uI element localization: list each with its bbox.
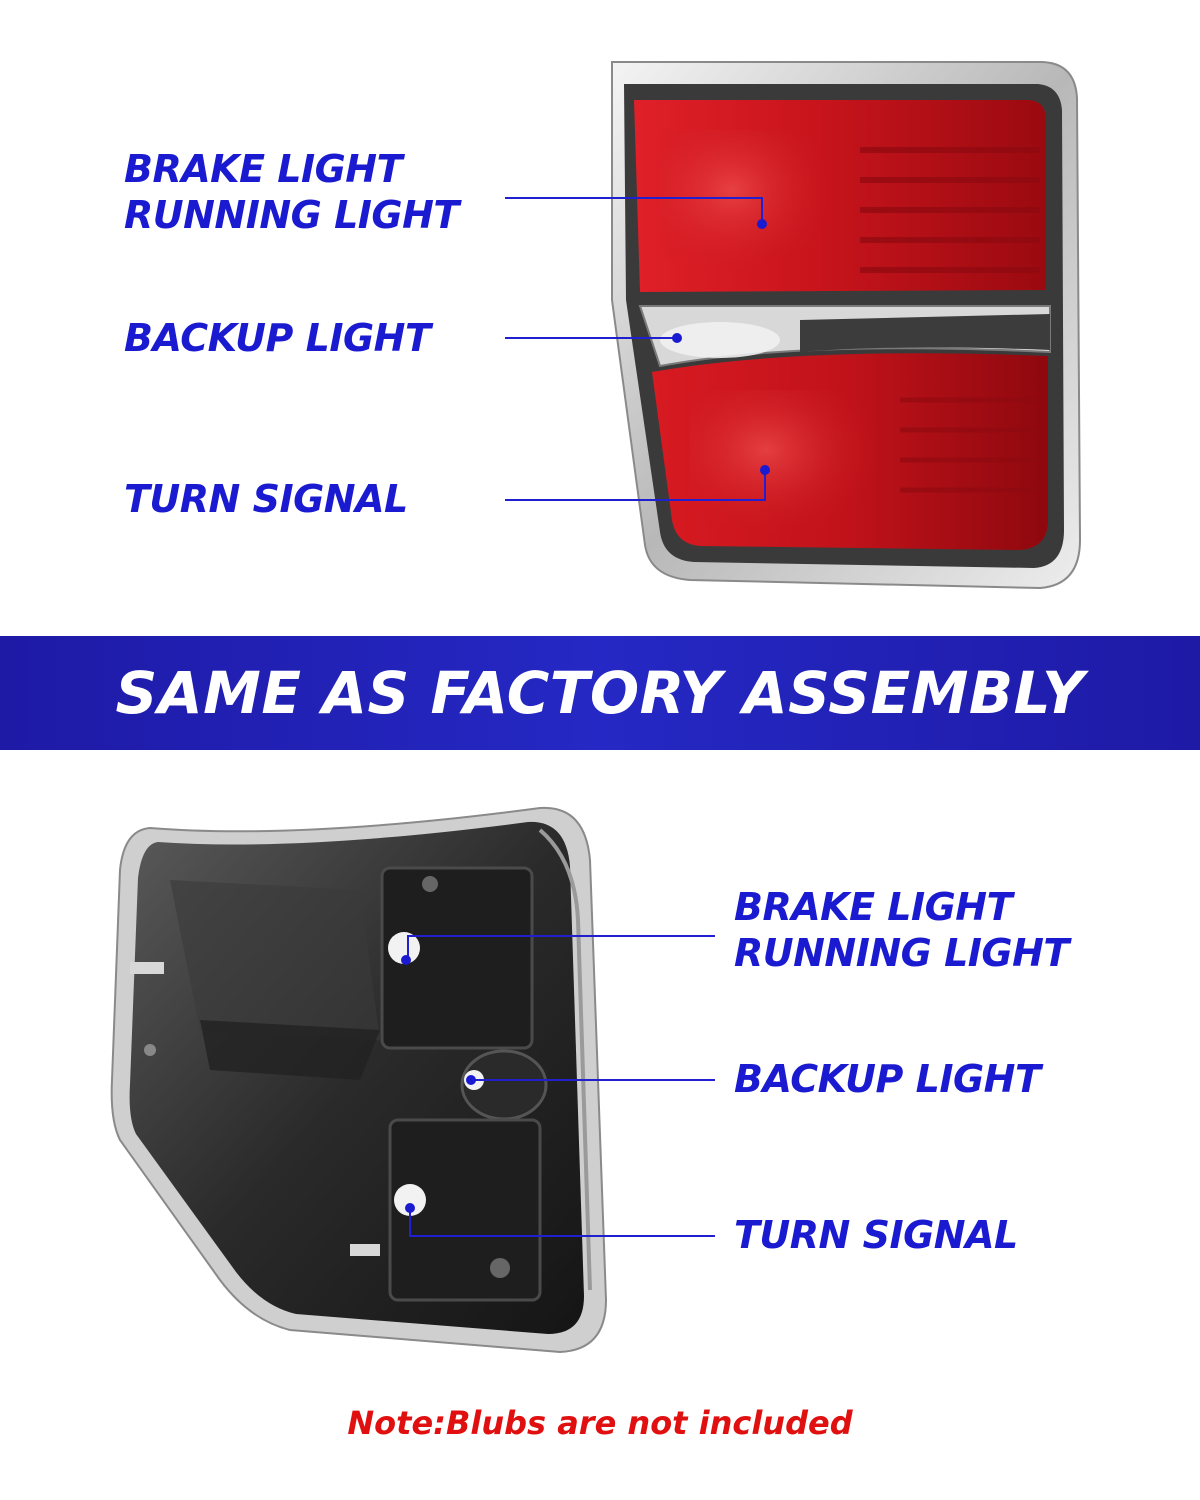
bottom-turn-label: TURN SIGNAL xyxy=(734,1213,1018,1257)
bottom-backup-label: BACKUP LIGHT xyxy=(734,1057,1041,1101)
back-brake-marker xyxy=(401,955,411,965)
bottom-brake-label: BRAKE LIGHT RUNNING LIGHT xyxy=(734,884,1069,976)
top-brake-line2: RUNNING LIGHT xyxy=(124,193,459,237)
banner: SAME AS FACTORY ASSEMBLY xyxy=(0,636,1200,750)
top-brake-line1: BRAKE LIGHT xyxy=(124,147,403,191)
bottom-brake-line1: BRAKE LIGHT xyxy=(734,885,1013,929)
back-backup-marker xyxy=(466,1075,476,1085)
backup-light-marker xyxy=(672,333,682,343)
bottom-brake-line2: RUNNING LIGHT xyxy=(734,931,1069,975)
brake-light-marker xyxy=(757,219,767,229)
tail-light-front-image xyxy=(505,61,1082,590)
bulbs-note: Note:Blubs are not included xyxy=(347,1404,853,1442)
top-turn-label: TURN SIGNAL xyxy=(124,477,408,521)
turn-signal-marker xyxy=(760,465,770,475)
banner-title: SAME AS FACTORY ASSEMBLY xyxy=(115,659,1085,727)
back-turn-marker xyxy=(405,1203,415,1213)
top-brake-label: BRAKE LIGHT RUNNING LIGHT xyxy=(124,146,459,238)
top-backup-label: BACKUP LIGHT xyxy=(124,316,431,360)
